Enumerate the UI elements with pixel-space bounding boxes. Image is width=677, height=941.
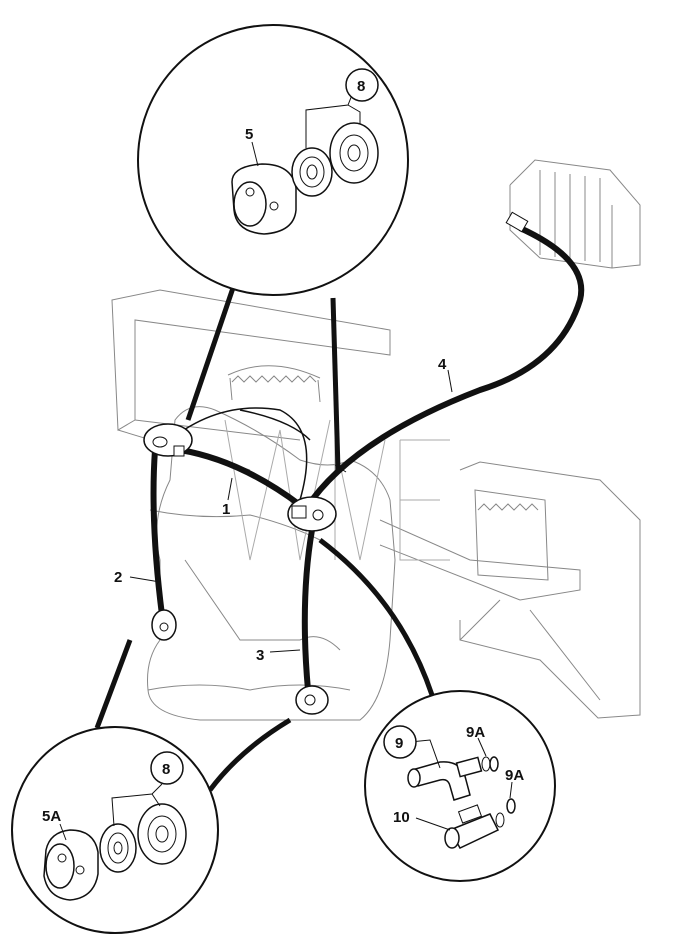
callout-1: 1 [222, 501, 230, 518]
detail-circle-bottom-left [11, 726, 219, 934]
callout-10: 10 [393, 809, 410, 826]
callout-9a-lower: 9A [505, 767, 524, 784]
callout-8-bottom: 8 [162, 761, 170, 778]
callout-4: 4 [438, 356, 447, 373]
hose-assembly [143, 211, 585, 715]
callout-8-bottom-badge [150, 751, 184, 785]
callout-5a: 5A [42, 808, 61, 825]
callout-8-top: 8 [357, 78, 365, 95]
callout-2: 2 [114, 569, 122, 586]
detail-circle-bottom-right [364, 690, 556, 882]
callout-9a-upper: 9A [466, 724, 485, 741]
detail-circle-top [137, 24, 409, 296]
callout-8-top-badge [345, 68, 379, 102]
callout-9: 9 [395, 735, 403, 752]
main-callout-leaders [129, 369, 453, 653]
callout-labels: 1 2 3 4 5 5A 8 8 9 9A 9A 10 [42, 78, 524, 826]
detail-leaders [94, 281, 435, 792]
callout-5: 5 [245, 126, 253, 143]
callout-9-badge [383, 725, 417, 759]
callout-3: 3 [256, 647, 264, 664]
